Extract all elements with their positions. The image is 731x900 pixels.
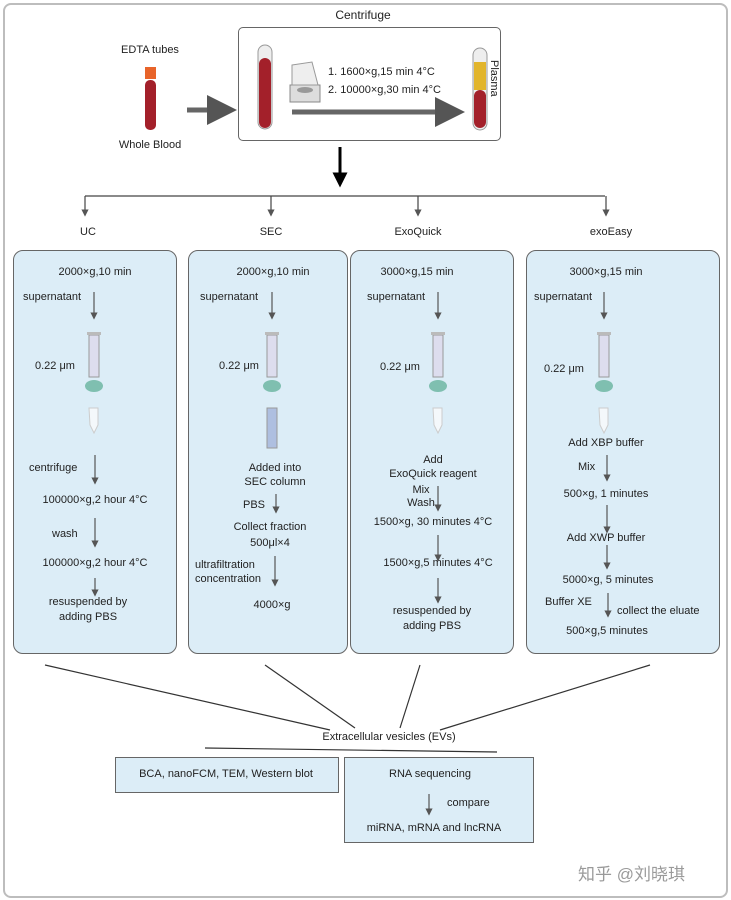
method-exoquick: ExoQuick (394, 226, 442, 238)
blood-tube-icon (257, 44, 273, 130)
characterization-label: BCA, nanoFCM, TEM, Western blot (139, 768, 313, 780)
uc-spin: 2000×g,10 min (58, 266, 132, 278)
uc-filter: 0.22 μm (35, 360, 75, 372)
uc-centrifuge: centrifuge (29, 462, 78, 474)
uc-supernatant: supernatant (23, 291, 82, 303)
exoeasy-xe: Buffer XE (545, 596, 592, 608)
edta-tube-icon (145, 67, 156, 130)
step-arrows (90, 292, 612, 816)
panel-exoeasy (526, 250, 720, 654)
rna-box (344, 757, 534, 843)
method-uc: UC (80, 226, 96, 238)
uc-resusp-2: adding PBS (58, 611, 118, 623)
sec-filter: 0.22 μm (219, 360, 259, 372)
centrifuge-title: Centrifuge (335, 8, 391, 22)
plasma-label: Plasma (488, 60, 500, 97)
method-sec: SEC (259, 226, 283, 238)
edta-label: EDTA tubes (121, 44, 179, 56)
exoquick-spin-3: 1500×g,5 minutes 4°C (383, 557, 493, 569)
sec-added-2: SEC column (244, 476, 306, 488)
rnaseq-label: RNA sequencing (389, 768, 471, 780)
sec-collect-1: Collect fraction (233, 521, 307, 533)
uc-resusp-1: resuspended by (48, 596, 128, 608)
exoquick-resusp-2: adding PBS (402, 620, 462, 632)
exoquick-add-1: Add (423, 454, 443, 466)
whole-blood-label: Whole Blood (118, 139, 182, 151)
exoeasy-xwp: Add XWP buffer (566, 532, 646, 544)
exoquick-filter: 0.22 μm (380, 361, 420, 373)
exoquick-add-2: ExoQuick reagent (389, 468, 477, 480)
converging-lines (44, 664, 651, 753)
sec-uf-2: concentration (195, 573, 262, 585)
uc-ultra2: 100000×g,2 hour 4°C (42, 557, 148, 569)
method-bracket (81, 195, 610, 217)
centrifuge-machine-icon (289, 61, 321, 103)
watermark: 知乎 @刘晓琪 (578, 865, 685, 884)
compare-label: compare (447, 797, 490, 809)
exoeasy-xbp: Add XBP buffer (568, 437, 644, 449)
panel-exoquick (350, 250, 514, 654)
plasma-tube-icon (472, 47, 488, 131)
outer-frame (3, 3, 728, 898)
exoeasy-mix: Mix (578, 461, 596, 473)
exoquick-spin-2: 1500×g, 30 minutes 4°C (373, 516, 493, 528)
exoeasy-spin-3: 5000×g, 5 minutes (562, 574, 654, 586)
evs-label: Extracellular vesicles (EVs) (322, 731, 456, 743)
exoeasy-spin-2: 500×g, 1 minutes (563, 488, 649, 500)
exoeasy-supernatant: supernatant (534, 291, 593, 303)
sec-supernatant: supernatant (200, 291, 259, 303)
sec-pbs: PBS (243, 499, 266, 511)
exoquick-resusp-1: resuspended by (392, 605, 472, 617)
syringe-filter-icons (85, 332, 613, 449)
sec-spin: 2000×g,10 min (236, 266, 310, 278)
sec-uf-1: ultrafiltration (195, 559, 255, 571)
rna-types-label: miRNA, mRNA and lncRNA (366, 822, 502, 834)
exoeasy-filter: 0.22 μm (544, 363, 584, 375)
uc-ultra1: 100000×g,2 hour 4°C (42, 494, 148, 506)
exoquick-mix: Mix (412, 484, 430, 496)
exoquick-wash: Wash (407, 497, 435, 509)
centrifuge-step-2: 2. 10000×g,30 min 4°C (328, 84, 441, 96)
exoquick-supernatant: supernatant (367, 291, 426, 303)
sec-collect-2: 500μl×4 (250, 537, 290, 549)
panel-sec (188, 250, 348, 654)
uc-wash: wash (52, 528, 78, 540)
method-exoeasy: exoEasy (589, 226, 633, 238)
sec-final: 4000×g (253, 599, 291, 611)
centrifuge-step-1: 1. 1600×g,15 min 4°C (328, 66, 435, 78)
exoquick-spin: 3000×g,15 min (380, 266, 454, 278)
characterization-box (115, 757, 339, 793)
sec-column-icon (266, 407, 278, 449)
sec-added-1: Added into (248, 462, 302, 474)
exoeasy-eluate: collect the eluate (617, 605, 700, 617)
exoeasy-spin: 3000×g,15 min (569, 266, 643, 278)
exoeasy-spin-4: 500×g,5 minutes (566, 625, 648, 637)
